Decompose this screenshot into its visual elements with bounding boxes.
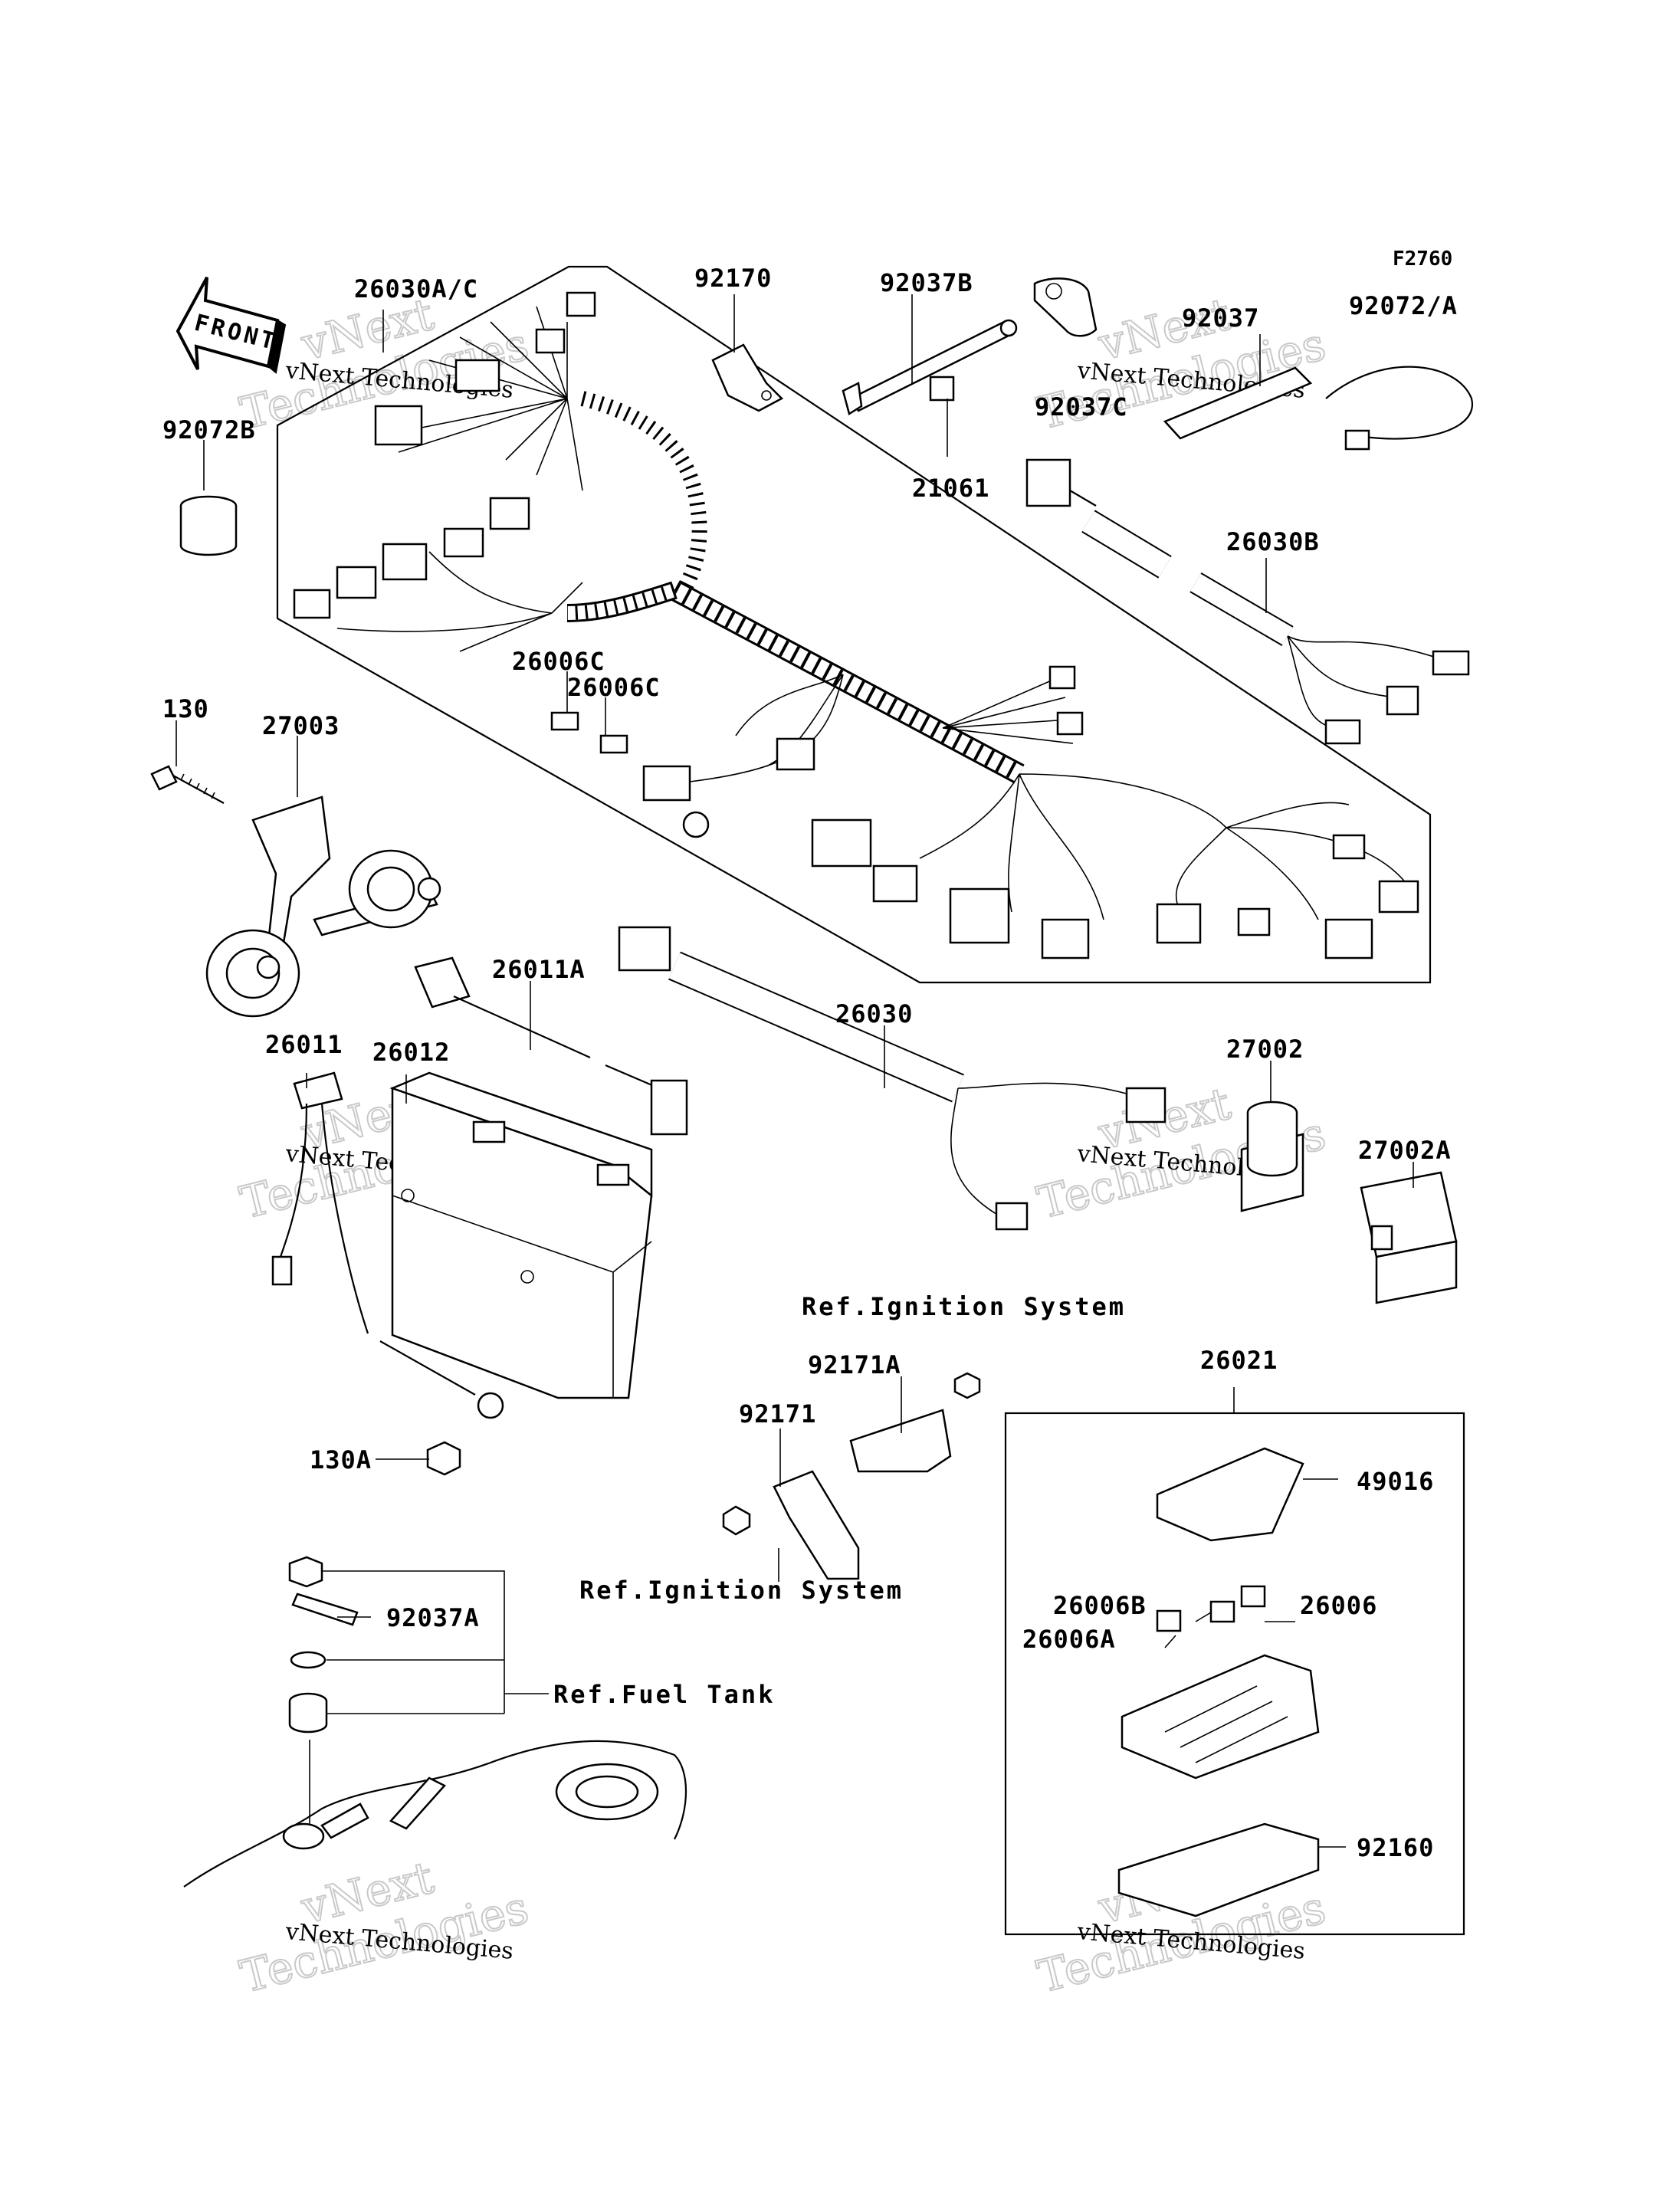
front-arrow-depth [267, 320, 287, 374]
part-26021-fuse-box [1117, 1447, 1320, 1917]
label-92037a: 92037A [386, 1603, 480, 1632]
label-27002: 27002 [1226, 1035, 1304, 1064]
part-26030b-harness [1025, 458, 1470, 745]
part-26012-battery [389, 1071, 653, 1399]
fuse-26006c-a [550, 711, 579, 731]
connector [1237, 907, 1271, 936]
connector [642, 765, 691, 802]
label-92037: 92037 [1182, 303, 1259, 333]
label-92037b: 92037B [880, 268, 973, 297]
grommet [682, 811, 710, 838]
fuse-26006c-b [599, 734, 628, 754]
label-27003: 27003 [262, 711, 340, 740]
label-26030b: 26030B [1226, 527, 1320, 556]
label-92171: 92171 [739, 1399, 816, 1429]
label-92037c: 92037C [1035, 392, 1128, 422]
part-labels: 26030A/C 92170 92037B 92037 92072/A 9207… [162, 264, 1458, 1862]
label-27002a: 27002A [1358, 1136, 1452, 1165]
connector [336, 566, 377, 599]
label-ref-ignition-bottom: Ref.Ignition System [579, 1576, 904, 1605]
label-49016: 49016 [1357, 1467, 1434, 1496]
label-26006: 26006 [1300, 1591, 1377, 1620]
connector [872, 864, 918, 903]
connector [811, 818, 872, 868]
label-26011: 26011 [265, 1030, 343, 1059]
part-21061-clip [929, 376, 955, 402]
label-26006b: 26006B [1053, 1591, 1147, 1620]
connector [1041, 918, 1090, 959]
part-26011a-cable [414, 956, 688, 1136]
label-26012: 26012 [372, 1038, 450, 1067]
connector [1332, 834, 1366, 860]
figure-code: F2760 [1393, 248, 1452, 271]
label-26011a: 26011A [492, 955, 586, 984]
label-92160: 92160 [1357, 1833, 1434, 1862]
connector [374, 405, 423, 446]
main-harness-outline [276, 265, 1432, 984]
label-26030ac: 26030A/C [354, 274, 478, 303]
part-26030-harness [618, 926, 1166, 1231]
part-130a-nut [426, 1441, 461, 1476]
label-92072b: 92072B [162, 415, 256, 444]
part-92171-bracket [722, 1470, 860, 1580]
label-92072a: 92072/A [1349, 291, 1458, 320]
part-92170-clamp [711, 343, 784, 412]
fuel-tank-mount-group [183, 1556, 687, 1888]
label-26021: 26021 [1200, 1346, 1278, 1375]
connector [1048, 665, 1076, 690]
label-21061: 21061 [912, 474, 989, 503]
connector [566, 291, 596, 317]
label-26030: 26030 [835, 999, 913, 1028]
connector [1378, 880, 1419, 914]
label-26006c-1: 26006C [512, 647, 605, 676]
connector [1056, 711, 1084, 736]
connector [443, 527, 484, 558]
part-92037c-clamp [1033, 277, 1098, 337]
leader-lines [176, 294, 1414, 1848]
part-130-bolt [150, 765, 225, 804]
connector [293, 589, 331, 619]
watermark-bottom-left: vNext Technologies vNext Technologies [235, 1851, 534, 2004]
label-92171a: 92171A [808, 1350, 901, 1379]
part-27002-relay [1240, 1100, 1304, 1212]
connector [382, 543, 428, 581]
label-ref-ignition-top: Ref.Ignition System [802, 1292, 1126, 1321]
connector [489, 497, 530, 530]
part-92072a-cable-tie [1325, 366, 1474, 451]
label-130a: 130A [310, 1445, 372, 1474]
connector [949, 887, 1010, 944]
part-27002a-relay [1360, 1171, 1458, 1304]
label-ref-fuel-tank: Ref.Fuel Tank [553, 1680, 775, 1709]
label-26006a: 26006A [1022, 1625, 1116, 1654]
label-26006c-2: 26006C [567, 673, 661, 702]
connector [1324, 918, 1373, 959]
fuse-box-group-frame [1004, 1412, 1465, 1936]
connector [454, 359, 500, 392]
part-92037b-stay [842, 319, 1018, 415]
part-92037-band [1163, 366, 1313, 440]
front-arrow: FRONT [176, 277, 287, 374]
part-92171a-bracket [849, 1372, 981, 1473]
connector [776, 737, 815, 771]
connector [535, 328, 566, 354]
part-92072b-sleeve [179, 495, 238, 556]
connector [1156, 903, 1202, 944]
label-130: 130 [162, 694, 209, 723]
part-27003-horn [205, 795, 441, 1018]
label-92170: 92170 [694, 264, 772, 293]
main-wire-harness [293, 291, 1419, 959]
